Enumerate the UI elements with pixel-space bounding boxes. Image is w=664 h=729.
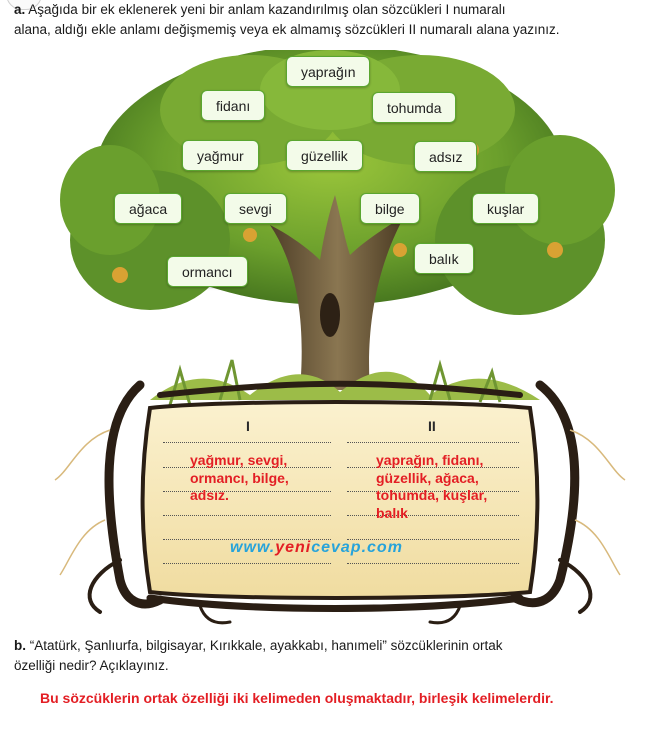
question-b-text-2: özelliği nedir? Açıklayınız. bbox=[14, 658, 169, 673]
word-tag: ormancı bbox=[167, 256, 248, 287]
dotted-line bbox=[347, 515, 519, 516]
word-tag: güzellik bbox=[286, 140, 363, 171]
column-header-1: I bbox=[246, 418, 250, 434]
word-tag: tohumda bbox=[372, 92, 457, 123]
dotted-line bbox=[347, 467, 519, 468]
grass bbox=[150, 359, 540, 406]
thin-roots bbox=[54, 429, 626, 576]
word-tag: ağaca bbox=[114, 193, 183, 224]
watermark-brand-2: cevap bbox=[311, 539, 362, 556]
word-tag: kuşlar bbox=[472, 193, 540, 224]
watermark-prefix: www. bbox=[230, 539, 276, 556]
answer-line: güzellik, ağaca, bbox=[376, 469, 479, 486]
roots bbox=[87, 380, 593, 625]
dotted-line bbox=[163, 491, 331, 492]
word-tag: yaprağın bbox=[286, 56, 371, 87]
question-a-text-1: Aşağıda bir ek eklenerek yeni bir anlam … bbox=[28, 2, 506, 17]
answer-line: ormancı, bilge, bbox=[190, 469, 289, 486]
dotted-line bbox=[163, 563, 331, 564]
dotted-line bbox=[163, 515, 331, 516]
question-b: b. “Atatürk, Şanlıurfa, bilgisayar, Kırı… bbox=[14, 636, 658, 676]
tree-trunk bbox=[270, 195, 405, 390]
answer-line: adsız. bbox=[190, 487, 229, 503]
answer-line: yaprağın, fidanı, bbox=[376, 452, 484, 468]
dotted-line bbox=[163, 442, 331, 443]
watermark: www.yenicevap.com bbox=[230, 539, 403, 557]
dotted-line bbox=[347, 563, 519, 564]
question-b-label: b. bbox=[14, 638, 26, 653]
answer-line: tohumda, kuşlar, bbox=[376, 487, 488, 503]
question-b-text-1: “Atatürk, Şanlıurfa, bilgisayar, Kırıkka… bbox=[29, 638, 503, 653]
dotted-line bbox=[163, 467, 331, 468]
word-tag: balık bbox=[414, 243, 474, 274]
answer-line: balık bbox=[376, 504, 408, 521]
answer-column-2: yaprağın, fidanı, güzellik, ağaca, tohum… bbox=[376, 452, 487, 522]
answer-b: Bu sözcüklerin ortak özelliği iki kelime… bbox=[40, 690, 554, 706]
question-a: a. Aşağıda bir ek eklenerek yeni bir anl… bbox=[14, 0, 650, 40]
question-a-text-2: alana, aldığı ekle anlamı değişmemiş vey… bbox=[14, 22, 560, 37]
word-tag: sevgi bbox=[224, 193, 287, 224]
answer-column-1: yağmur, sevgi, ormancı, bilge, adsız. bbox=[190, 452, 289, 505]
word-tag: bilge bbox=[360, 193, 420, 224]
word-tag: fidanı bbox=[201, 90, 266, 121]
parchment-panel bbox=[140, 400, 540, 600]
answer-line: yağmur, sevgi, bbox=[190, 452, 288, 468]
dotted-line bbox=[347, 442, 519, 443]
column-header-2: II bbox=[428, 418, 436, 434]
dotted-line bbox=[347, 491, 519, 492]
dotted-line bbox=[347, 539, 519, 540]
word-tag: adsız bbox=[414, 141, 478, 172]
watermark-suffix: .com bbox=[361, 539, 403, 556]
word-tag: yağmur bbox=[182, 140, 259, 171]
watermark-brand-1: yeni bbox=[275, 539, 312, 556]
dotted-line bbox=[163, 539, 331, 540]
question-a-label: a. bbox=[14, 2, 26, 17]
